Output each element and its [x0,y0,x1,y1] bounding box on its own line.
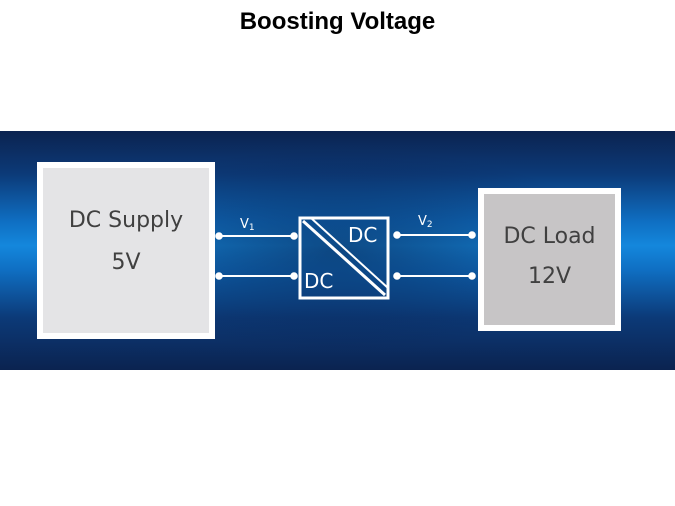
converter-output-terminal-top [393,231,401,239]
dc-load-box: DC Load 12V [478,188,621,331]
dc-supply-voltage: 5V [111,250,141,275]
output-terminal-bottom [468,272,476,280]
v2-label: V2 [418,214,433,230]
dc-supply-label: DC Supply [68,208,184,233]
converter-dc-bottom-label: DC [304,269,334,293]
output-wires [393,231,476,280]
input-wires [215,232,298,280]
v1-label: V1 [240,217,255,233]
converter-diagonal-1 [301,219,387,297]
dc-load-label: DC Load [503,224,596,249]
converter-box [298,216,390,300]
slide-title: Boosting Voltage [239,8,436,35]
input-terminal-bottom [215,272,223,280]
converter-dc-top-label: DC [348,223,378,247]
output-terminal-top [468,231,476,239]
input-terminal-top [215,232,223,240]
dc-supply-box: DC Supply 5V [37,162,215,339]
converter-output-terminal-bottom [393,272,401,280]
converter-diagonal-2 [310,217,389,289]
converter-input-terminal-bottom [290,272,298,280]
dc-load-voltage: 12V [527,264,572,289]
converter-input-terminal-top [290,232,298,240]
